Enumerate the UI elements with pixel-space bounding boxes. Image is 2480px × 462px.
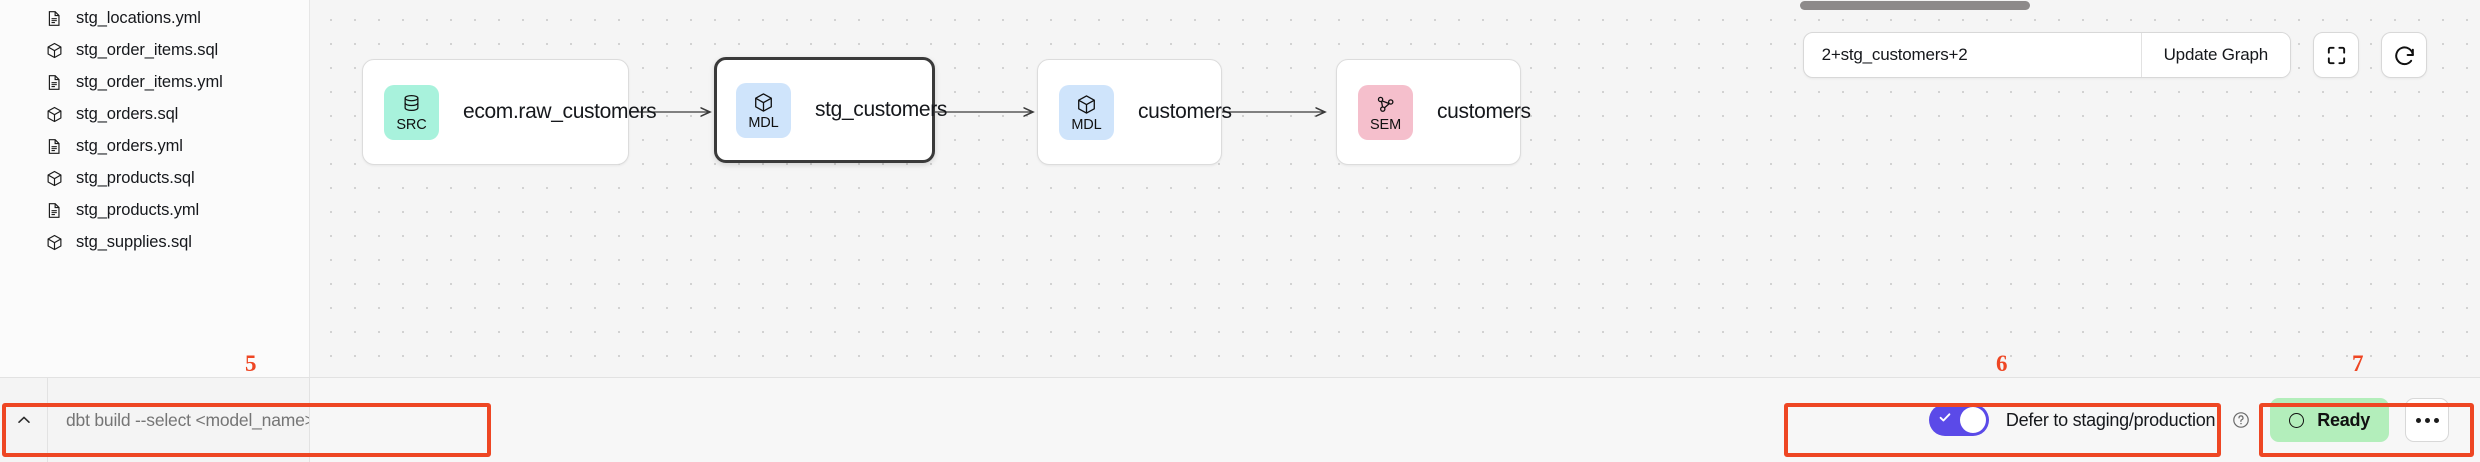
toggle-knob <box>1959 407 1986 433</box>
defer-toggle[interactable] <box>1928 404 1989 436</box>
ellipsis-icon[interactable] <box>2405 398 2449 442</box>
defer-label: Defer to staging/production <box>2005 409 2216 430</box>
file-label: stg_orders.yml <box>76 136 183 155</box>
status-dot-icon <box>2289 412 2305 428</box>
node-badge-label: MDL <box>748 114 779 131</box>
file-label: stg_orders.sql <box>76 104 179 123</box>
dag-node-customers-semantic[interactable]: SEM customers <box>1336 59 1531 165</box>
ready-status-group: Ready <box>2270 398 2449 442</box>
file-label: stg_order_items.yml <box>76 72 223 91</box>
file-yml-icon <box>46 10 63 27</box>
file-row[interactable]: stg_order_items.sql <box>0 34 309 66</box>
node-label: customers <box>1138 100 1232 123</box>
file-label: stg_products.yml <box>76 200 200 219</box>
node-badge-label: SRC <box>396 116 427 133</box>
expand-icon[interactable] <box>2313 32 2359 78</box>
horizontal-scrollbar[interactable] <box>1800 1 2030 10</box>
node-badge-sem: SEM <box>1358 84 1413 140</box>
file-yml-icon <box>46 138 63 155</box>
file-row[interactable]: stg_supplies.sql <box>0 226 309 258</box>
node-badge-label: MDL <box>1071 116 1102 133</box>
node-badge-mdl: MDL <box>1059 84 1114 140</box>
file-row[interactable]: stg_products.yml <box>0 194 309 226</box>
file-yml-icon <box>46 202 63 219</box>
file-tree-sidebar[interactable]: stg_locations.yml stg_order_items.sql <box>0 0 310 377</box>
node-badge-label: SEM <box>1369 116 1402 133</box>
database-icon <box>402 92 421 117</box>
dag-node-source[interactable]: SRC ecom.raw_customers <box>362 59 657 165</box>
cube-icon <box>1076 92 1097 117</box>
graph-selector-input[interactable] <box>1803 33 2141 77</box>
question-mark-icon[interactable] <box>2232 411 2250 429</box>
status-label: Ready <box>2317 409 2370 430</box>
node-label: customers <box>1437 100 1531 123</box>
dag-edges <box>628 0 2480 377</box>
network-icon <box>1375 92 1396 117</box>
file-label: stg_locations.yml <box>76 8 201 27</box>
lineage-graph-panel[interactable]: Update Graph <box>310 0 2480 377</box>
node-badge-src: SRC <box>384 84 439 140</box>
file-label: stg_products.sql <box>76 168 195 187</box>
cube-sql-icon <box>46 170 63 187</box>
dag-node-customers-model[interactable]: MDL customers <box>1037 59 1232 165</box>
refresh-icon[interactable] <box>2381 32 2427 78</box>
dag-node-stg-customers[interactable]: MDL stg_customers <box>714 57 947 163</box>
node-badge-mdl: MDL <box>736 82 791 138</box>
command-bar[interactable] <box>0 378 310 462</box>
file-row[interactable]: stg_orders.sql <box>0 98 309 130</box>
command-input[interactable] <box>48 409 309 431</box>
cube-sql-icon <box>46 234 63 251</box>
file-label: stg_order_items.sql <box>76 40 219 59</box>
status-badge[interactable]: Ready <box>2270 398 2389 442</box>
defer-toggle-group[interactable]: Defer to staging/production <box>1928 404 2250 436</box>
check-icon <box>1938 411 1952 430</box>
status-zone: Defer to staging/production Ready <box>310 378 2480 462</box>
file-row[interactable]: stg_order_items.yml <box>0 66 309 98</box>
graph-selector-group: Update Graph <box>1802 32 2291 78</box>
file-list: stg_locations.yml stg_order_items.sql <box>0 2 309 258</box>
file-yml-icon <box>46 74 63 91</box>
graph-toolbar: Update Graph <box>1802 32 2427 78</box>
chevron-up-icon[interactable] <box>0 378 48 462</box>
dag-canvas[interactable]: SRC ecom.raw_customers MDL <box>310 0 2480 377</box>
node-label: stg_customers <box>815 98 948 121</box>
cube-icon <box>753 90 774 115</box>
update-graph-button[interactable]: Update Graph <box>2140 33 2290 77</box>
node-label: ecom.raw_customers <box>463 100 657 123</box>
upper-region: stg_locations.yml stg_order_items.sql <box>0 0 2480 377</box>
file-row[interactable]: stg_orders.yml <box>0 130 309 162</box>
file-row[interactable]: stg_products.sql <box>0 162 309 194</box>
file-row[interactable]: stg_locations.yml <box>0 2 309 34</box>
cube-sql-icon <box>46 106 63 123</box>
cube-sql-icon <box>46 42 63 59</box>
file-label: stg_supplies.sql <box>76 232 192 251</box>
bottom-status-bar: Defer to staging/production Ready <box>0 377 2480 462</box>
